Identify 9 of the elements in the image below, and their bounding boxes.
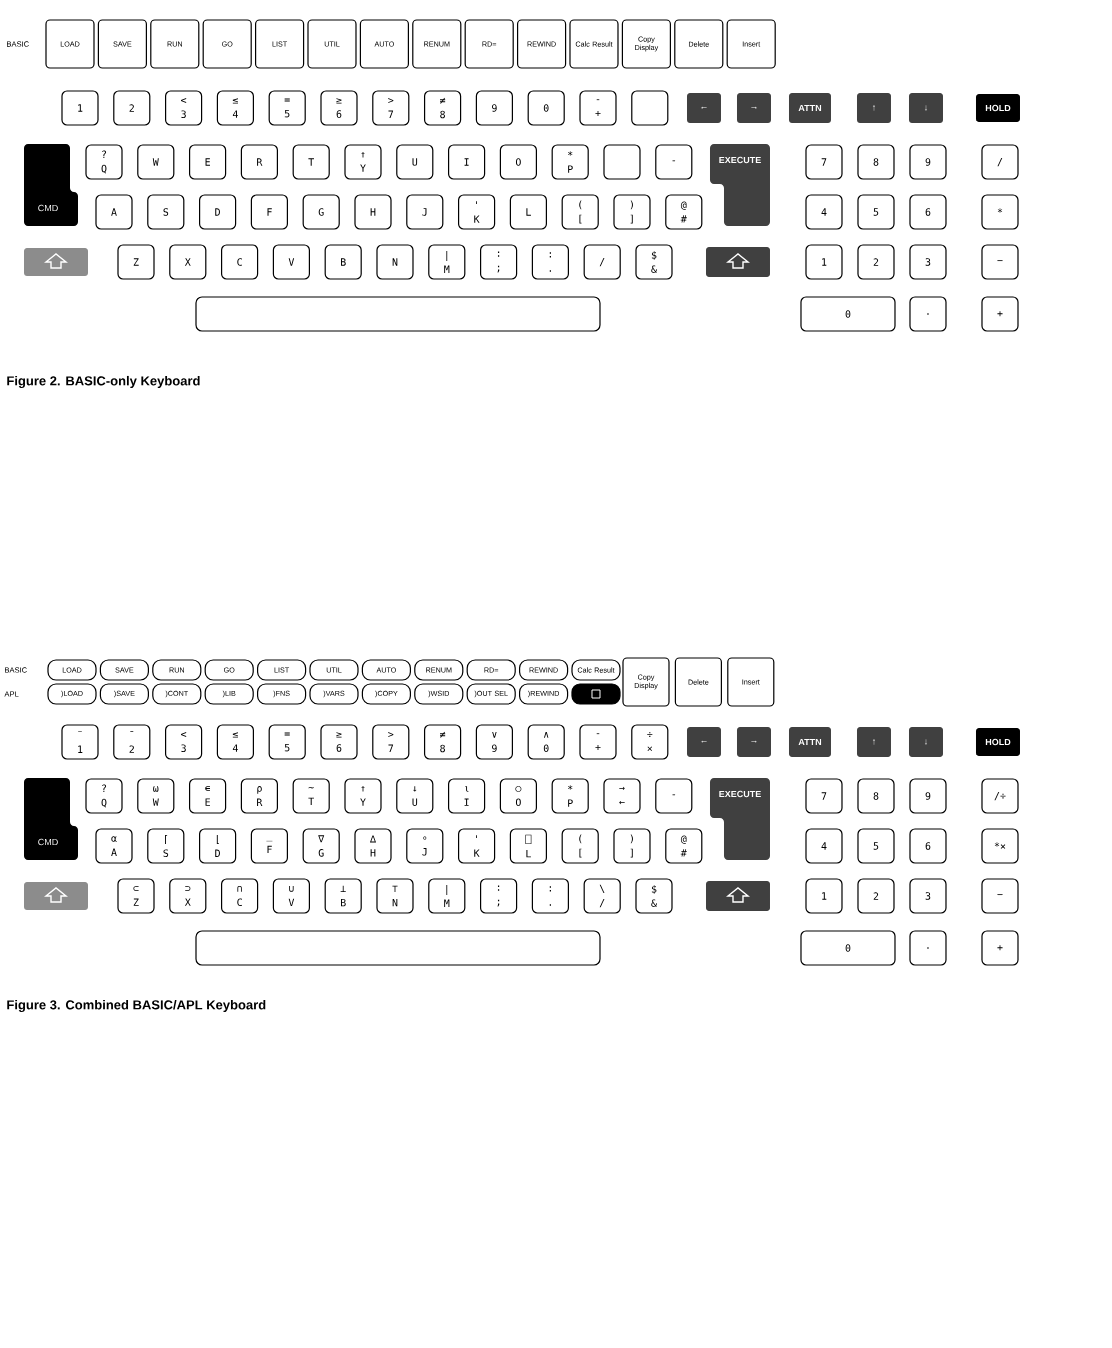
key — [631, 90, 669, 126]
function-key — [571, 683, 621, 705]
space-bar — [195, 296, 601, 332]
shift-key — [706, 881, 770, 911]
shift-key — [24, 882, 88, 910]
shift-key — [24, 248, 88, 276]
key — [603, 144, 641, 180]
shift-key — [706, 247, 770, 277]
space-bar — [195, 930, 601, 966]
